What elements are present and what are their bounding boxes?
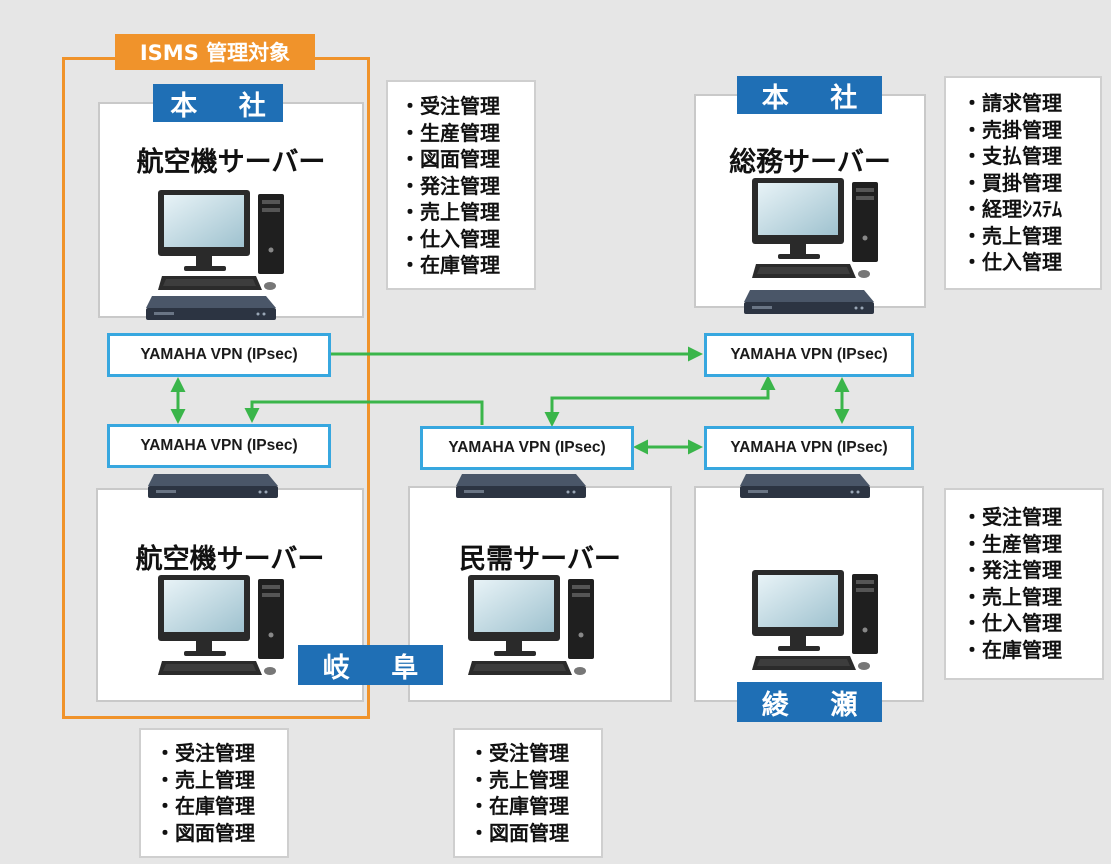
vpn-router-hq-right: YAMAHA VPN (IPsec) [704, 333, 914, 377]
list-item: 在庫管理 [469, 793, 601, 820]
vpn-router-ayase: YAMAHA VPN (IPsec) [704, 426, 914, 470]
hq-right-badge: 本 社 [737, 76, 882, 114]
list-item: 売上管理 [962, 584, 1102, 611]
list-item: 在庫管理 [155, 793, 287, 820]
list-item: 受注管理 [962, 504, 1102, 531]
list-item: 仕入管理 [962, 610, 1102, 637]
list-item: 在庫管理 [962, 637, 1102, 664]
list-item: 売上管理 [400, 199, 534, 226]
list-item: 図面管理 [400, 146, 534, 173]
list-item: 生産管理 [962, 531, 1102, 558]
isms-scope-label: ISMS 管理対象 [115, 34, 315, 70]
vpn-router-icon [456, 474, 586, 498]
list-item: 仕入管理 [962, 249, 1100, 276]
ayase-badge: 綾 瀬 [737, 682, 882, 722]
vpn-router-icon [148, 474, 278, 498]
list-item: 経理ｼｽﾃﾑ [962, 196, 1100, 223]
list-item: 受注管理 [155, 740, 287, 767]
gifu-badge: 岐 阜 [298, 645, 443, 685]
list-item: 売掛管理 [962, 117, 1100, 144]
vpn-router-hq-left: YAMAHA VPN (IPsec) [107, 333, 331, 377]
list-item: 図面管理 [155, 820, 287, 847]
list-item: 売上管理 [469, 767, 601, 794]
list-item: 支払管理 [962, 143, 1100, 170]
ayase-system-list: 受注管理 生産管理 発注管理 売上管理 仕入管理 在庫管理 [944, 488, 1104, 680]
link-civil-to-hq-right [544, 375, 776, 427]
list-item: 生産管理 [400, 120, 534, 147]
civil-system-list: 受注管理 売上管理 在庫管理 図面管理 [453, 728, 603, 858]
list-item: 図面管理 [469, 820, 601, 847]
civil-server-title: 民需サーバー [459, 544, 621, 575]
vpn-router-civil: YAMAHA VPN (IPsec) [420, 426, 634, 470]
vpn-router-gifu-aircraft: YAMAHA VPN (IPsec) [107, 424, 331, 468]
desktop-pc-icon [468, 575, 594, 675]
list-item: 受注管理 [469, 740, 601, 767]
general-affairs-server-title: 総務サーバー [729, 147, 891, 178]
vpn-router-icon [740, 474, 870, 498]
general-affairs-system-list: 請求管理 売掛管理 支払管理 買掛管理 経理ｼｽﾃﾑ 売上管理 仕入管理 [944, 76, 1102, 290]
list-item: 請求管理 [962, 90, 1100, 117]
list-item: 仕入管理 [400, 226, 534, 253]
list-item: 買掛管理 [962, 170, 1100, 197]
list-item: 発注管理 [400, 173, 534, 200]
list-item: 発注管理 [962, 557, 1102, 584]
hq-aircraft-server-title: 航空機サーバー [136, 147, 326, 178]
gifu-aircraft-system-list: 受注管理 売上管理 在庫管理 図面管理 [139, 728, 289, 858]
list-item: 受注管理 [400, 93, 534, 120]
hq-aircraft-system-list: 受注管理 生産管理 図面管理 発注管理 売上管理 仕入管理 在庫管理 [386, 80, 536, 290]
gifu-aircraft-server-title: 航空機サーバー [135, 544, 325, 575]
list-item: 売上管理 [155, 767, 287, 794]
hq-left-badge: 本 社 [153, 84, 283, 122]
list-item: 売上管理 [962, 223, 1100, 250]
desktop-pc-icon [752, 570, 878, 670]
link-civil-to-gifu [244, 400, 484, 425]
desktop-pc-icon [158, 575, 284, 675]
list-item: 在庫管理 [400, 252, 534, 279]
